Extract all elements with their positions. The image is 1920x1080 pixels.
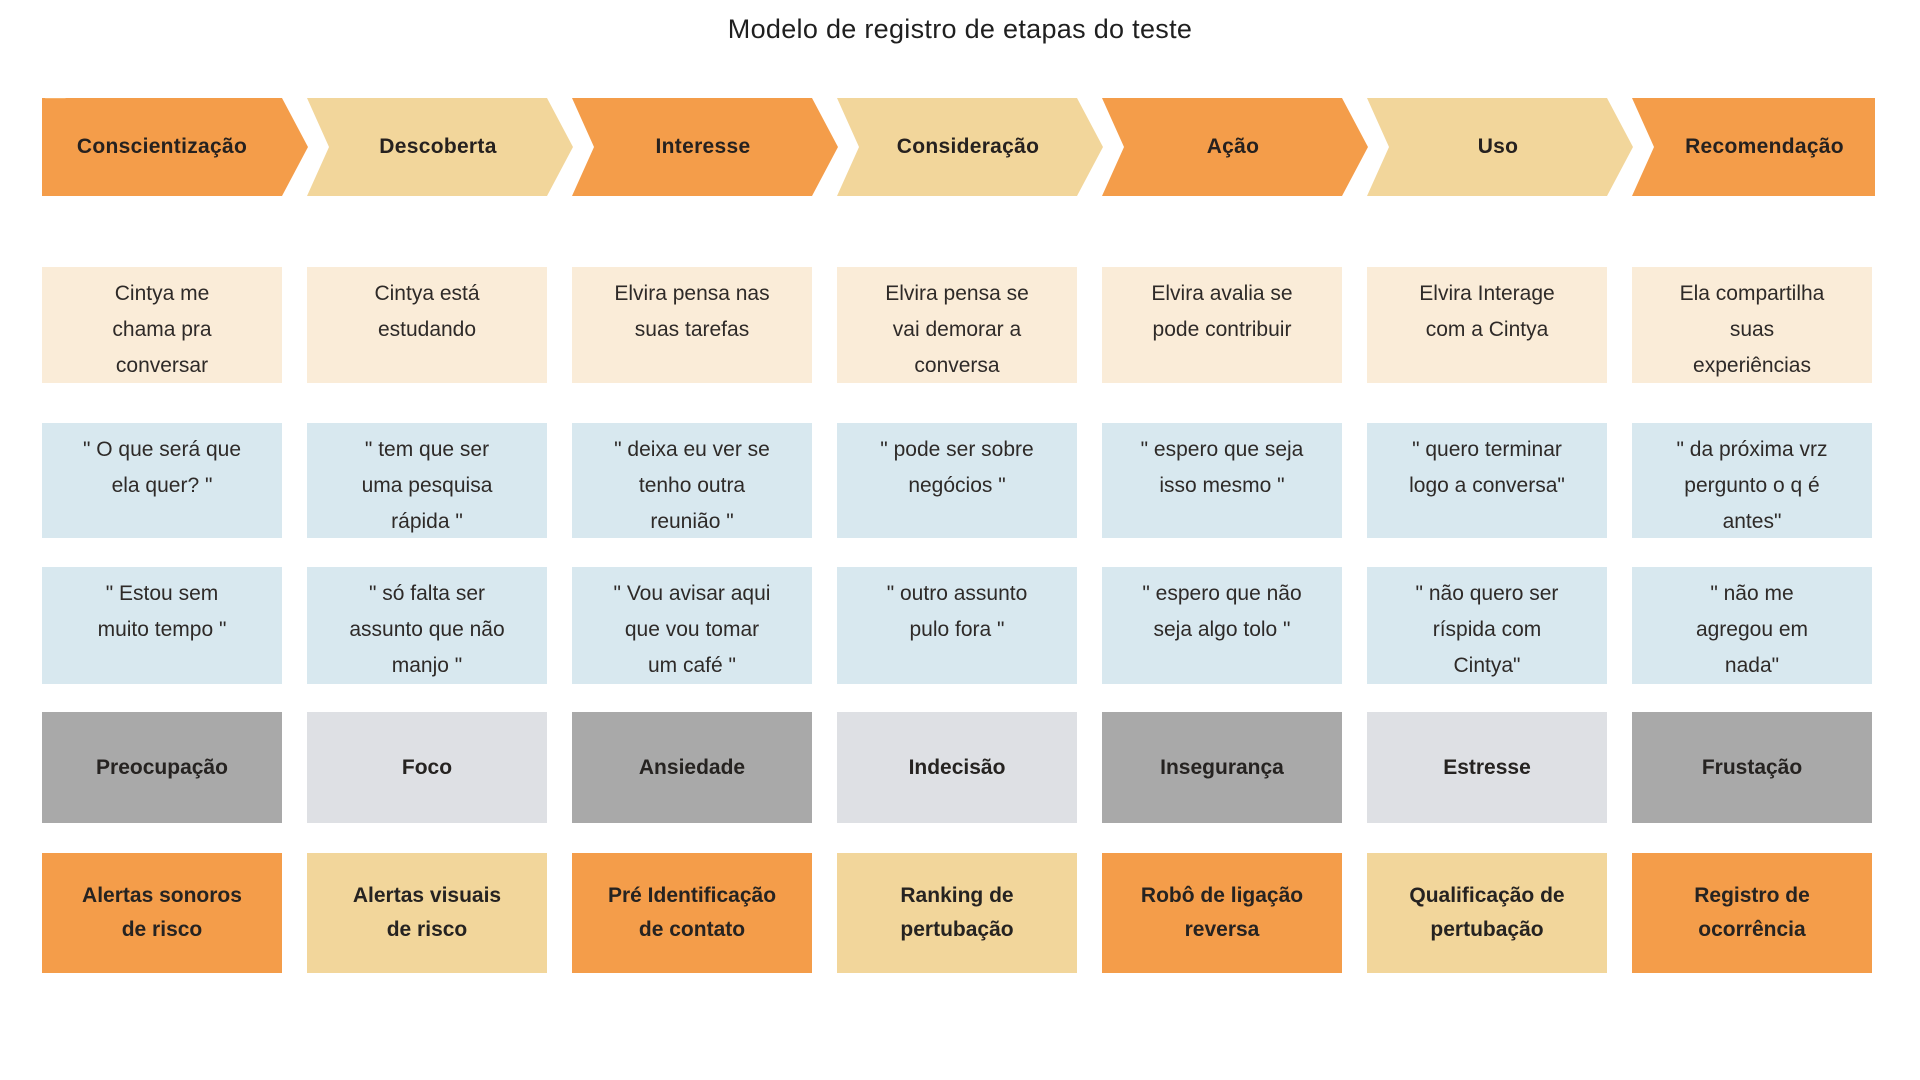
stage-arrow-conscientizacao: Conscientização [42, 98, 308, 196]
action-card: Ela compartilha suas experiências [1632, 267, 1872, 383]
quotes-row-2: " Estou sem muito tempo " " só falta ser… [42, 567, 1872, 684]
stage-arrow-descoberta: Descoberta [307, 98, 573, 196]
solution-card: Ranking de pertubação [837, 853, 1077, 973]
solution-card: Alertas visuais de risco [307, 853, 547, 973]
action-card: Cintya está estudando [307, 267, 547, 383]
stage-arrow-recomendacao: Recomendação [1632, 98, 1875, 196]
stage-label: Uso [1477, 135, 1519, 158]
action-card: Elvira pensa se vai demorar a conversa [837, 267, 1077, 383]
quote-card: " deixa eu ver se tenho outra reunião " [572, 423, 812, 538]
quote-card: " só falta ser assunto que não manjo " [307, 567, 547, 684]
stage-arrow-acao: Ação [1102, 98, 1368, 196]
solution-card: Robô de ligação reversa [1102, 853, 1342, 973]
emotion-card: Frustação [1632, 712, 1872, 823]
quote-card: " da próxima vrz pergunto o q é antes" [1632, 423, 1872, 538]
quote-card: " espero que seja isso mesmo " [1102, 423, 1342, 538]
emotion-card: Ansiedade [572, 712, 812, 823]
emotion-card: Estresse [1367, 712, 1607, 823]
stage-label: Consideração [896, 135, 1040, 158]
action-card: Elvira pensa nas suas tarefas [572, 267, 812, 383]
solution-card: Qualificação de pertubação [1367, 853, 1607, 973]
action-card: Cintya me chama pra conversar [42, 267, 282, 383]
stage-label: Ação [1206, 135, 1260, 158]
stage-arrow-consideracao: Consideração [837, 98, 1103, 196]
ribbon-fold-decoration [45, 98, 66, 99]
solution-card: Registro de ocorrência [1632, 853, 1872, 973]
stage-label: Recomendação [1685, 135, 1844, 158]
quote-card: " tem que ser uma pesquisa rápida " [307, 423, 547, 538]
actions-row: Cintya me chama pra conversar Cintya est… [42, 267, 1872, 383]
quote-card: " quero terminar logo a conversa" [1367, 423, 1607, 538]
quote-card: " não quero ser ríspida com Cintya" [1367, 567, 1607, 684]
action-card: Elvira Interage com a Cintya [1367, 267, 1607, 383]
solution-card: Alertas sonoros de risco [42, 853, 282, 973]
quote-card: " outro assunto pulo fora " [837, 567, 1077, 684]
stage-label: Descoberta [379, 135, 497, 158]
emotion-card: Preocupação [42, 712, 282, 823]
stage-arrow-uso: Uso [1367, 98, 1633, 196]
quote-card: " não me agregou em nada" [1632, 567, 1872, 684]
quote-card: " Estou sem muito tempo " [42, 567, 282, 684]
emotion-card: Foco [307, 712, 547, 823]
quote-card: " O que será que ela quer? " [42, 423, 282, 538]
emotion-card: Indecisão [837, 712, 1077, 823]
solution-card: Pré Identificação de contato [572, 853, 812, 973]
stage-arrow-interesse: Interesse [572, 98, 838, 196]
emotion-card: Insegurança [1102, 712, 1342, 823]
stage-label: Conscientização [76, 135, 248, 158]
page-title: Modelo de registro de etapas do teste [727, 14, 1193, 44]
stage-arrows-row: Conscientização Descoberta Interesse Con… [42, 98, 1920, 196]
quote-card: " Vou avisar aqui que vou tomar um café … [572, 567, 812, 684]
stage-label: Interesse [655, 135, 751, 158]
action-card: Elvira avalia se pode contribuir [1102, 267, 1342, 383]
solutions-row: Alertas sonoros de risco Alertas visuais… [42, 853, 1872, 973]
quotes-row-1: " O que será que ela quer? " " tem que s… [42, 423, 1872, 538]
quote-card: " pode ser sobre negócios " [837, 423, 1077, 538]
quote-card: " espero que não seja algo tolo " [1102, 567, 1342, 684]
emotions-row: Preocupação Foco Ansiedade Indecisão Ins… [42, 712, 1872, 823]
